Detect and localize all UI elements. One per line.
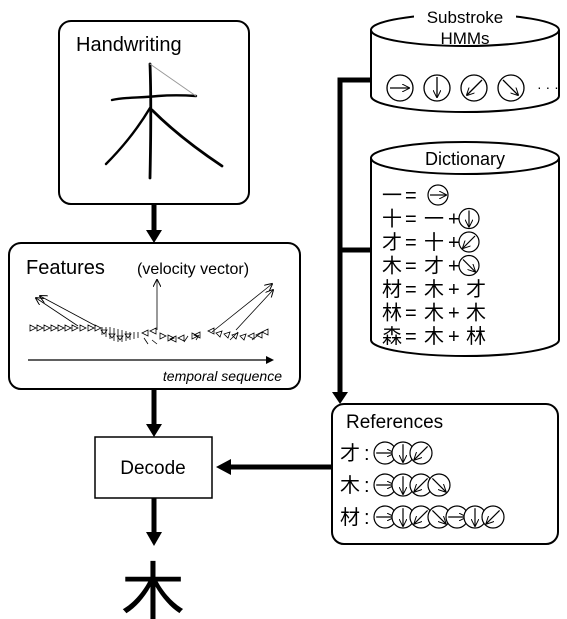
entry-rhs: 木 [424, 277, 444, 301]
down-arrow-circle-icon [391, 441, 415, 465]
dictionary-entry: 材= 木+ 才 [382, 277, 486, 301]
down-arrow-circle-icon [391, 473, 415, 497]
entry-rhs2: 林 [466, 324, 486, 348]
dictionary-entry: 木= 才+ [382, 254, 480, 278]
reference-char: 木 [340, 473, 360, 497]
entry-plus: + [448, 303, 460, 325]
dictionary-entry: 森= 木+ 林 [382, 324, 486, 348]
entry-equals: = [405, 256, 417, 278]
entry-plus: + [448, 326, 460, 348]
entry-char: 一 [382, 183, 402, 207]
entry-equals: = [405, 185, 417, 207]
entry-equals: = [405, 279, 417, 301]
down-left-arrow-circle-icon [409, 473, 433, 497]
substroke-hmms-database: Substroke HMMs [370, 6, 560, 113]
reference-row: 才: [340, 441, 433, 465]
entry-rhs2: 木 [466, 301, 486, 325]
reference-colon: : [364, 507, 370, 529]
reference-colon: : [364, 443, 370, 465]
entry-equals: = [405, 303, 417, 325]
output-character: 木 [121, 557, 185, 619]
down-left-arrow-circle-icon [481, 505, 505, 529]
entry-char: 森 [382, 324, 402, 348]
dictionary-entries: 一=十=一+才=十+木=才+材=木+才林=木+木森=木+林 [382, 183, 486, 348]
down-left-arrow-circle-icon [460, 74, 488, 102]
reference-char: 才 [340, 441, 360, 465]
reference-char: 材 [340, 505, 360, 529]
connector-to-references [337, 77, 371, 395]
entry-char: 林 [382, 301, 402, 325]
entry-rhs: 十 [424, 230, 444, 254]
entry-plus: + [448, 209, 460, 231]
entry-plus: + [448, 256, 460, 278]
down-arrow-circle-icon [423, 74, 451, 102]
entry-rhs2: 才 [466, 277, 486, 301]
down-right-arrow-circle-icon [458, 254, 480, 277]
dictionary-entry: 林=木+木 [382, 301, 486, 325]
dictionary-entry: 一= [382, 183, 449, 207]
down-left-arrow-circle-icon [458, 231, 480, 253]
temporal-axis-label: temporal sequence [163, 368, 282, 384]
down-right-arrow-circle-icon [497, 74, 525, 102]
reference-colon: : [364, 475, 370, 497]
entry-char: 木 [382, 254, 402, 278]
handwriting-title: Handwriting [76, 34, 182, 56]
entry-rhs: 木 [424, 301, 444, 325]
entry-rhs: 木 [424, 324, 444, 348]
velocity-vectors [29, 280, 273, 345]
handwritten-character [104, 62, 224, 180]
entry-equals: = [405, 232, 417, 254]
hmm-ellipsis: · · · [537, 79, 559, 95]
down-left-arrow-circle-icon [409, 441, 433, 465]
hmm-icons [386, 74, 525, 102]
right-arrow-circle-icon [427, 184, 449, 206]
entry-rhs: 一 [424, 207, 444, 231]
features-title: Features [26, 257, 105, 279]
down-left-arrow-circle-icon [409, 505, 433, 529]
hmms-title-line2: HMMs [440, 29, 489, 48]
entry-char: 十 [382, 207, 402, 231]
right-arrow-circle-icon [373, 441, 397, 465]
entry-char: 材 [382, 277, 402, 301]
down-right-arrow-circle-icon [427, 473, 451, 497]
references-title: References [346, 412, 443, 433]
entry-char: 才 [382, 230, 402, 254]
dictionary-entry: 才= 十+ [382, 230, 480, 254]
down-right-arrow-circle-icon [427, 505, 451, 529]
entry-plus: + [448, 232, 460, 254]
decode-label: Decode [120, 458, 186, 479]
down-arrow-circle-icon [458, 207, 480, 230]
features-subtitle: (velocity vector) [137, 261, 249, 278]
dictionary-entry: 十= 一+ [382, 207, 480, 231]
reference-row: 木: [340, 473, 451, 497]
reference-row: 材: [340, 505, 505, 529]
entry-rhs: 才 [424, 254, 444, 278]
hmms-title-line1: Substroke [427, 8, 504, 27]
entry-equals: = [405, 326, 417, 348]
references-rows: 才:木:材: [340, 441, 505, 529]
entry-equals: = [405, 209, 417, 231]
dictionary-title: Dictionary [425, 149, 505, 169]
entry-plus: + [448, 279, 460, 301]
right-arrow-circle-icon [373, 505, 397, 529]
right-arrow-circle-icon [386, 74, 414, 102]
